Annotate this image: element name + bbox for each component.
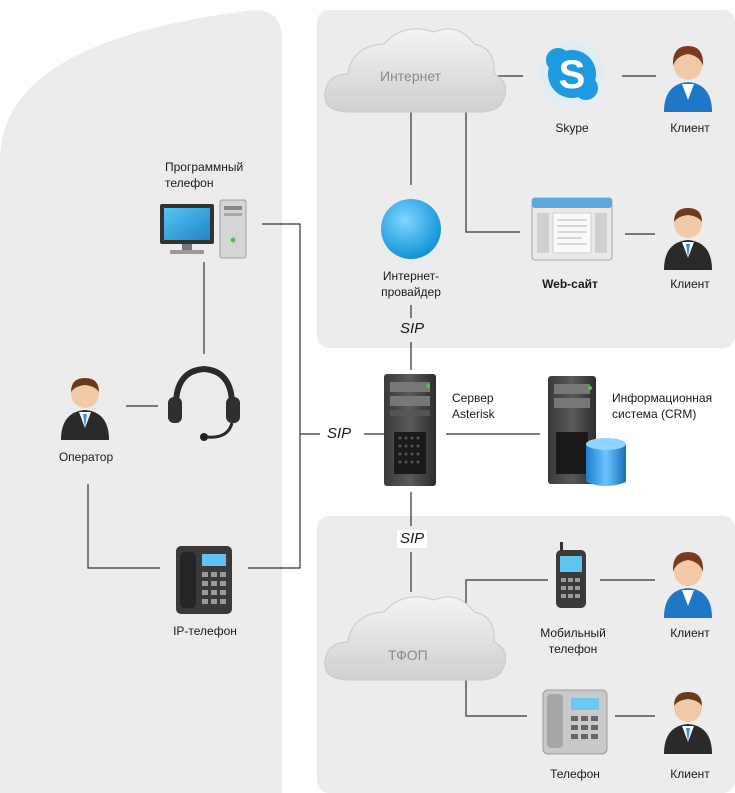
person-icon	[664, 208, 712, 270]
client-label: Клиент	[670, 767, 710, 781]
software-phone-label-line2: телефон	[165, 176, 214, 190]
database-icon	[586, 438, 626, 486]
ip-phone-label: IP-телефон	[173, 624, 237, 638]
pstn-panel	[317, 516, 735, 793]
browser-window-icon	[531, 197, 613, 261]
skype-label: Skype	[555, 121, 589, 135]
server-label-line2: Asterisk	[452, 407, 495, 421]
person-icon	[664, 692, 712, 754]
internet-label: Интернет	[380, 68, 442, 84]
person-icon	[61, 378, 109, 440]
software-phone-label-line1: Программный	[165, 160, 244, 174]
mobile-phone-icon	[556, 542, 586, 608]
headset-icon	[168, 365, 240, 441]
mobile-phone-label-line2: телефон	[548, 642, 598, 656]
sip-label: SIP	[324, 425, 355, 443]
crm-label-line1: Информационная	[612, 391, 713, 405]
globe-icon	[381, 199, 441, 259]
crm-label-line2: система (CRM)	[612, 407, 697, 421]
server-label-line1: Сервер	[452, 391, 494, 405]
svg-text:S: S	[559, 53, 586, 97]
pstn-label: ТФОП	[388, 647, 428, 663]
computer-icon	[160, 199, 247, 259]
website-label: Web-сайт	[542, 277, 598, 291]
server-icon	[384, 374, 436, 486]
server-icon	[548, 376, 596, 484]
desk-phone-icon	[176, 546, 232, 614]
operator-label: Оператор	[58, 450, 114, 464]
cloud-icon	[324, 28, 507, 113]
isp-label-line2: провайдер	[381, 285, 441, 299]
cloud-icon	[324, 596, 507, 681]
sip-label: SIP	[397, 530, 428, 548]
skype-icon: S	[540, 42, 604, 106]
isp-label-line1: Интернет-	[382, 269, 440, 283]
mobile-phone-label-line1: Мобильный	[540, 626, 606, 640]
desk-phone-icon	[542, 689, 608, 755]
telephone-label: Телефон	[550, 767, 600, 781]
client-label: Клиент	[670, 121, 710, 135]
client-label: Клиент	[670, 277, 710, 291]
person-icon	[664, 552, 712, 618]
person-icon	[664, 46, 712, 112]
sip-label: SIP	[397, 320, 428, 338]
client-label: Клиент	[670, 626, 710, 640]
